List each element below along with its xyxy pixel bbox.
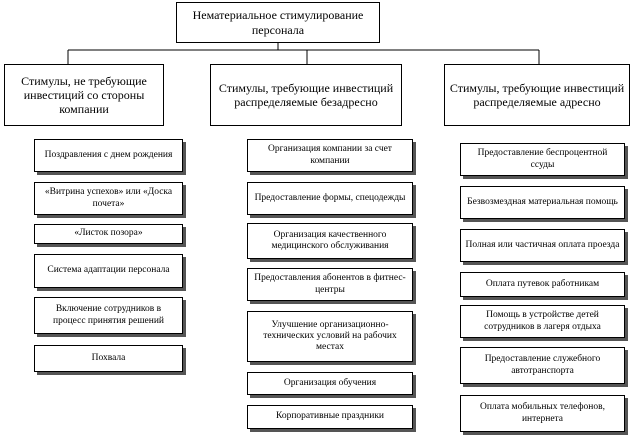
item-box: Организация качественного медицинского о… [247, 223, 413, 259]
category-3-label: Стимулы, требующие инвестиций распределя… [449, 80, 625, 109]
item-box: Помощь в устройстве детей сотрудников в … [460, 305, 625, 338]
item-label: Похвала [91, 352, 126, 363]
item-box: Улучшение организационно-технических усл… [247, 311, 413, 362]
item-label: Безвозмездная материальная помощь [467, 196, 618, 207]
item-box: Поздравления с днем рождения [34, 139, 183, 172]
item-box: Организация обучения [247, 372, 413, 395]
item-box: Предоставление служебного автотранспорта [460, 347, 625, 384]
root-label: Нематериальное стимулирование персонала [192, 8, 364, 37]
item-label: Система адаптации персонала [47, 265, 170, 276]
item-label: Предоставление формы, спецодежды [254, 192, 406, 203]
item-label: Полная или частичная оплата проезда [465, 239, 620, 250]
category-1-box: Стимулы, не требующие инвестиций со стор… [4, 64, 164, 126]
item-box: Организация компании за счет компании [247, 139, 413, 172]
category-1-label: Стимулы, не требующие инвестиций со стор… [21, 73, 147, 117]
item-box: Система адаптации персонала [34, 254, 183, 288]
item-label: Предоставление беспроцентной ссуды [477, 148, 608, 170]
item-box: Безвозмездная материальная помощь [460, 186, 625, 219]
item-label: Организация обучения [283, 377, 377, 388]
item-box: Оплата мобильных телефонов, интернета [460, 395, 625, 432]
item-box: «Витрина успехов» или «Доска почета» [34, 182, 183, 215]
item-label: Предоставление служебного автотранспорта [484, 354, 601, 376]
item-label: Оплата путевок работникам [485, 278, 600, 289]
item-label: Организация качественного медицинского о… [271, 229, 389, 251]
item-label: «Листок позора» [74, 228, 143, 239]
item-label: Включение сотрудников в процесс принятия… [52, 304, 165, 326]
item-box: Корпоративные праздники [247, 405, 413, 429]
item-label: Предоставления абонентов в фитнес-центры [254, 273, 406, 295]
item-box: «Листок позора» [34, 224, 183, 244]
item-box: Оплата путевок работникам [460, 272, 625, 297]
item-box: Полная или частичная оплата проезда [460, 229, 625, 262]
item-box: Предоставление формы, спецодежды [247, 182, 413, 215]
item-box: Предоставление беспроцентной ссуды [460, 143, 625, 176]
item-box: Предоставления абонентов в фитнес-центры [247, 268, 413, 301]
item-label: Помощь в устройстве детей сотрудников в … [484, 310, 601, 332]
item-label: «Витрина успехов» или «Доска почета» [44, 187, 173, 209]
item-label: Улучшение организационно-технических усл… [263, 319, 397, 353]
item-box: Включение сотрудников в процесс принятия… [34, 297, 183, 334]
item-label: Оплата мобильных телефонов, интернета [480, 402, 605, 424]
item-label: Организация компании за счет компании [268, 144, 392, 166]
root-box: Нематериальное стимулирование персонала [176, 2, 380, 43]
category-2-box: Стимулы, требующие инвестиций распределя… [210, 64, 402, 126]
item-box: Похвала [34, 345, 183, 372]
category-3-box: Стимулы, требующие инвестиций распределя… [444, 64, 630, 126]
item-label: Корпоративные праздники [275, 411, 385, 422]
item-label: Поздравления с днем рождения [44, 149, 173, 160]
category-2-label: Стимулы, требующие инвестиций распределя… [218, 80, 394, 109]
